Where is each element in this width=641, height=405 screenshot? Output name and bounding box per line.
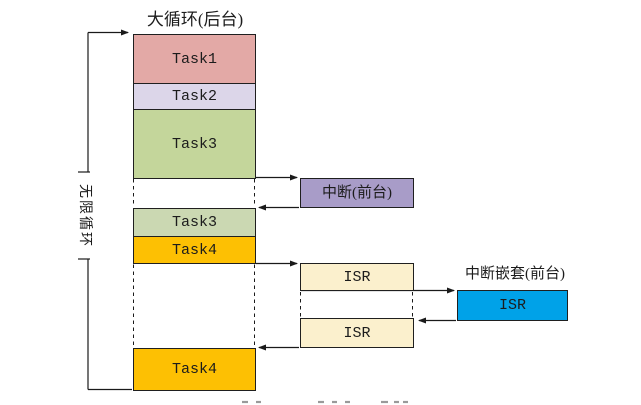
nested-interrupt-title: 中断嵌套(前台) — [465, 265, 565, 282]
isr-box-1: ISR — [300, 263, 414, 291]
infinite-loop-bracket — [78, 29, 132, 391]
interrupt-foreground-box: 中断(前台) — [300, 178, 414, 208]
task-box-task1: Task1 — [133, 34, 256, 84]
isr-box-2: ISR — [300, 318, 414, 348]
task-box-task3-resumed: Task3 — [133, 208, 256, 237]
infinite-loop-label: 无限循环 — [77, 184, 92, 248]
nested-isr-box: ISR — [457, 290, 568, 321]
task-box-task3: Task3 — [133, 109, 256, 179]
suspended-execution-dashed-edges — [133, 179, 413, 347]
task-box-task4: Task4 — [133, 236, 256, 264]
task-box-task4-resumed: Task4 — [133, 348, 256, 391]
diagram-title: 大循环(后台) — [146, 9, 244, 29]
task-box-task2: Task2 — [133, 83, 256, 110]
